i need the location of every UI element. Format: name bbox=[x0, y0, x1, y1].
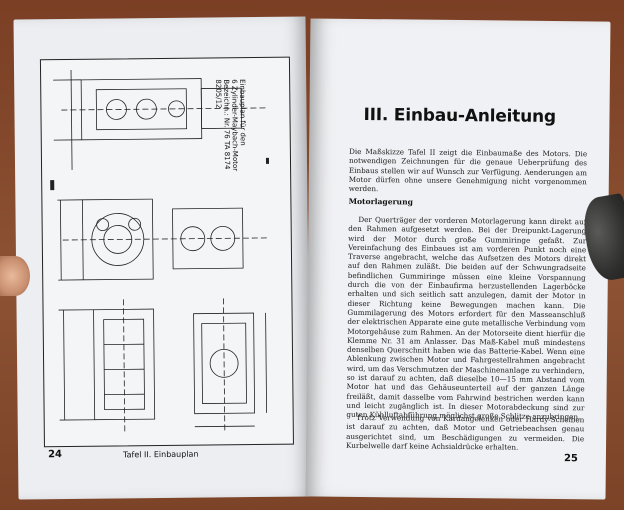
stamp-line-2: 6 Zylinder-Maybach-Motor bbox=[230, 79, 240, 172]
section-subheading: Motorlagerung bbox=[348, 196, 413, 207]
page-number-left: 24 bbox=[47, 449, 63, 461]
technical-drawing bbox=[39, 56, 294, 448]
figure-caption: Tafel II. Einbauplan bbox=[123, 449, 199, 460]
holding-thumb bbox=[0, 256, 30, 296]
body-paragraph-2: Trotz Verwendung von Kardangelenken oder… bbox=[345, 412, 585, 452]
intro-paragraph: Die Maßskizze Tafel II zeigt die Einbaum… bbox=[348, 146, 588, 194]
page-number-right: 25 bbox=[563, 453, 578, 465]
right-page: III. Einbau-Anleitung Die Maßskizze Tafe… bbox=[305, 18, 611, 500]
stamp-line-1: Einbauplan für den bbox=[238, 79, 247, 146]
body-paragraph-1: Der Querträger der vorderen Motorlagerun… bbox=[346, 214, 587, 422]
engine-installation-plan-drawing bbox=[50, 69, 270, 432]
open-book: Einbauplan für den 6 Zylinder-Maybach-Mo… bbox=[6, 10, 618, 500]
drawing-title-block: Einbauplan für den 6 Zylinder-Maybach-Mo… bbox=[214, 79, 247, 172]
left-page: Einbauplan für den 6 Zylinder-Maybach-Mo… bbox=[13, 16, 311, 500]
chapter-heading: III. Einbau-Anleitung bbox=[363, 105, 557, 128]
stamp-line-3: Bezeichn.: Nr. 76 TA 8174 bbox=[222, 79, 232, 170]
